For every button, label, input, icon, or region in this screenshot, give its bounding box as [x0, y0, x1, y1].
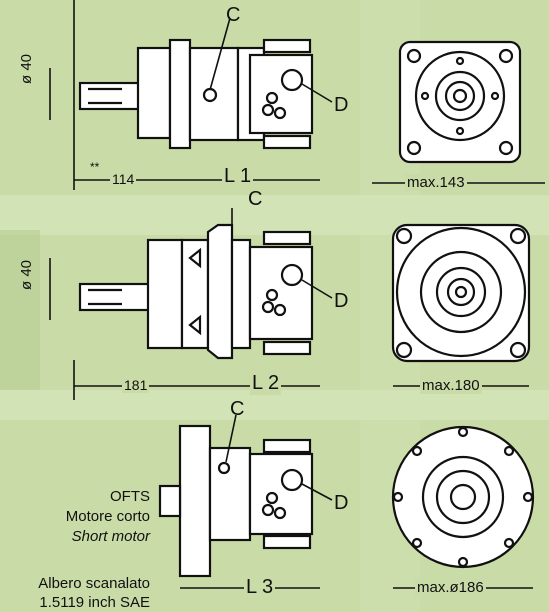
motor-front-view-3: [391, 425, 535, 569]
port-d-label-3: D: [334, 492, 349, 514]
note-marker: **: [90, 160, 100, 174]
shaft-length-label-1: 114: [110, 171, 137, 187]
shaft-diameter-label-1: ø 40: [18, 53, 35, 84]
motor-side-view-2: [78, 223, 314, 360]
motor-front-view-2: [391, 223, 531, 363]
shaft-description-it: Albero scanalato: [38, 575, 150, 592]
model-description-en: Short motor: [71, 528, 150, 545]
shaft-length-label-2: 181: [122, 377, 150, 393]
body-length-label-3: L 3: [244, 576, 276, 599]
port-c-label-1: C: [226, 4, 241, 26]
face-width-label-2: max.180: [420, 377, 482, 394]
face-width-label-3: max.ø186: [415, 579, 486, 596]
shaft-description-en: 1.5119 inch SAE: [39, 594, 150, 611]
shaft-diameter-label-2: ø 40: [18, 259, 35, 290]
motor-side-view-1: [78, 38, 314, 150]
body-length-label-1: L 1: [222, 165, 254, 188]
port-c-label-3: C: [230, 398, 245, 420]
model-description-it: Motore corto: [65, 508, 150, 525]
motor-front-view-1: [398, 40, 522, 164]
body-length-label-2: L 2: [250, 372, 282, 395]
motor-side-view-3: [158, 424, 314, 578]
port-d-label-1: D: [334, 94, 349, 116]
face-width-label-1: max.143: [405, 174, 467, 191]
model-name: OFTS: [110, 488, 150, 505]
port-d-label-2: D: [334, 290, 349, 312]
port-c-label-2: C: [248, 188, 263, 210]
